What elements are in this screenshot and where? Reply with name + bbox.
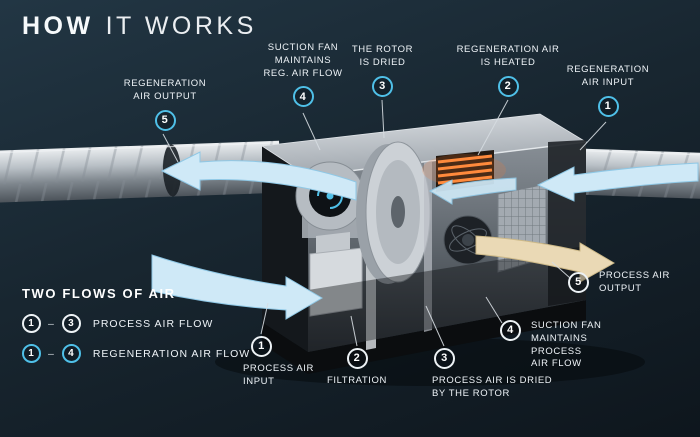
- callout-process-air-input: 1 PROCESS AIR INPUT: [243, 336, 333, 389]
- callout-number: 4: [292, 86, 314, 108]
- title-bold: HOW: [22, 12, 94, 40]
- callout-number: 4: [500, 320, 521, 341]
- lower-left-compartment: [309, 232, 363, 317]
- page-title: HOW IT WORKS: [22, 12, 257, 41]
- callout-label: REGENERATION AIR IS HEATED: [456, 44, 560, 68]
- legend-row-regeneration: 1 – 4 REGENERATION AIR FLOW: [22, 344, 250, 363]
- callout-label: REGENERATION AIR INPUT: [566, 64, 650, 88]
- callout-rotor-is-dried: THE ROTOR IS DRIED 3: [345, 44, 420, 97]
- legend-number-from: 1: [22, 314, 41, 333]
- callout-regeneration-air-input: REGENERATION AIR INPUT 1: [552, 64, 664, 117]
- title-light: IT WORKS: [105, 12, 257, 40]
- regeneration-air-input-arrow: [536, 162, 699, 202]
- callout-number: 3: [434, 348, 455, 369]
- flow-arrows: [151, 151, 699, 320]
- callout-label: PROCESS AIR OUTPUT: [599, 270, 671, 294]
- callout-number: 2: [346, 348, 368, 369]
- callout-process-air-output: 5 PROCESS AIR OUTPUT: [568, 270, 688, 296]
- callout-number: 1: [251, 336, 272, 357]
- callout-number: 2: [497, 75, 519, 97]
- legend-row-process: 1 – 3 PROCESS AIR FLOW: [22, 314, 213, 333]
- callout-number: 5: [568, 272, 589, 294]
- callout-label: SUCTION FAN MAINTAINS REG. AIR FLOW: [263, 42, 343, 79]
- legend-number-from: 1: [22, 344, 41, 363]
- callout-label: FILTRATION: [326, 375, 387, 386]
- callout-label: THE ROTOR IS DRIED: [351, 44, 414, 68]
- callout-label: PROCESS AIR INPUT: [243, 363, 315, 387]
- legend-dash: –: [48, 347, 55, 360]
- callout-regeneration-air-heated: REGENERATION AIR IS HEATED 2: [448, 44, 568, 97]
- leader-lines: [162, 99, 607, 347]
- callout-label: PROCESS AIR IS DRIED BY THE ROTOR: [432, 375, 553, 399]
- callout-regeneration-air-output: REGENERATION AIR OUTPUT 5: [95, 78, 235, 131]
- legend-dash: –: [48, 317, 55, 330]
- callout-number: 1: [597, 95, 619, 117]
- callout-number: 3: [372, 75, 393, 97]
- legend-title: TWO FLOWS OF AIR: [22, 286, 176, 301]
- callout-filtration: 2 FILTRATION: [322, 348, 392, 388]
- legend-label: REGENERATION AIR FLOW: [92, 347, 251, 360]
- legend-number-to: 3: [61, 314, 81, 333]
- legend-label: PROCESS AIR FLOW: [92, 317, 214, 330]
- callout-number: 5: [154, 109, 176, 131]
- callout-suction-fan-process: 4 SUCTION FAN MAINTAINS PROCESS AIR FLOW: [500, 320, 640, 371]
- regeneration-air-output-arrow: [160, 151, 357, 201]
- callout-process-air-dried: 3 PROCESS AIR IS DRIED BY THE ROTOR: [432, 348, 562, 401]
- heated-air-arrow: [428, 177, 517, 205]
- callout-label: REGENERATION AIR OUTPUT: [123, 78, 207, 102]
- process-air-input-arrow: [151, 254, 323, 320]
- rotor: [356, 141, 432, 350]
- callout-suction-fan-reg: SUCTION FAN MAINTAINS REG. AIR FLOW 4: [246, 42, 360, 108]
- callout-label: SUCTION FAN MAINTAINS PROCESS AIR FLOW: [531, 320, 602, 370]
- process-air-output-arrow: [475, 235, 616, 283]
- legend-number-to: 4: [61, 344, 81, 363]
